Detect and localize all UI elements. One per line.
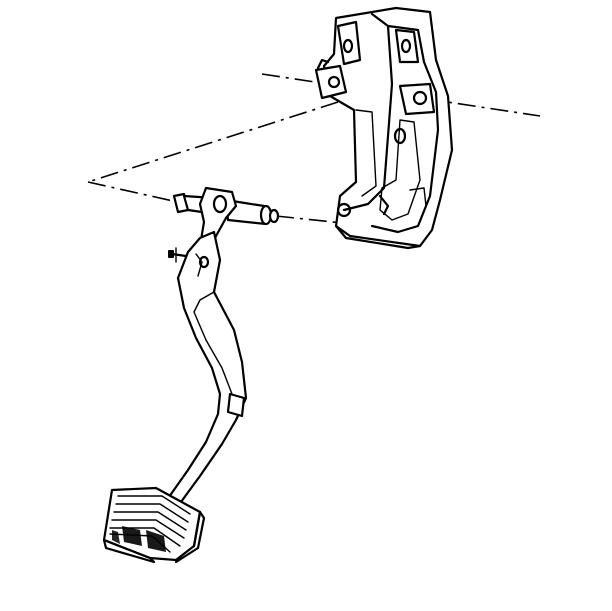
- pedal-arm-stop-pad: [226, 392, 246, 418]
- bracket-hole-upper-right: [400, 38, 412, 54]
- pivot-nut: [268, 208, 280, 224]
- pivot-axis-line: [275, 215, 353, 225]
- alignment-centerlines: [87, 73, 541, 225]
- pedal-pad-side: [174, 510, 206, 564]
- converge-line-bottom: [87, 181, 183, 204]
- bracket-pivot-slot: [378, 194, 390, 216]
- bracket-stud-right: [398, 82, 436, 116]
- pedal-pad: [102, 486, 206, 564]
- pedal-arm-rib: [195, 253, 203, 277]
- pedal-pad-treads: [112, 526, 166, 552]
- pedal-pad-front-edge: [102, 538, 156, 564]
- bracket-pivot-hole: [336, 202, 352, 218]
- pedal-arm-hub-hole: [212, 194, 228, 214]
- bracket-hole-mid: [393, 127, 407, 145]
- bracket-hole-upper-left: [342, 38, 354, 54]
- bracket-side-wall: [370, 24, 440, 234]
- pedal-arm-body: [162, 230, 248, 508]
- bracket-foot-detail: [409, 187, 427, 207]
- bracket-inner-edge: [379, 119, 421, 221]
- converge-line-top: [87, 101, 339, 183]
- pedal-pad-face: [102, 486, 202, 562]
- pedal-arm-switch-hole: [198, 255, 210, 269]
- pedal-arm: [148, 186, 248, 516]
- support-bracket: [314, 6, 454, 250]
- bracket-front-flange: [342, 12, 394, 212]
- bracket-gusset: [355, 109, 377, 197]
- bracket-bottom-flange: [334, 224, 422, 250]
- stop-lamp-switch-stud: [168, 247, 188, 263]
- bracket-stud-left: [314, 58, 348, 100]
- bracket-top-tab-right: [394, 28, 420, 64]
- bracket-top-tab-left: [336, 20, 362, 66]
